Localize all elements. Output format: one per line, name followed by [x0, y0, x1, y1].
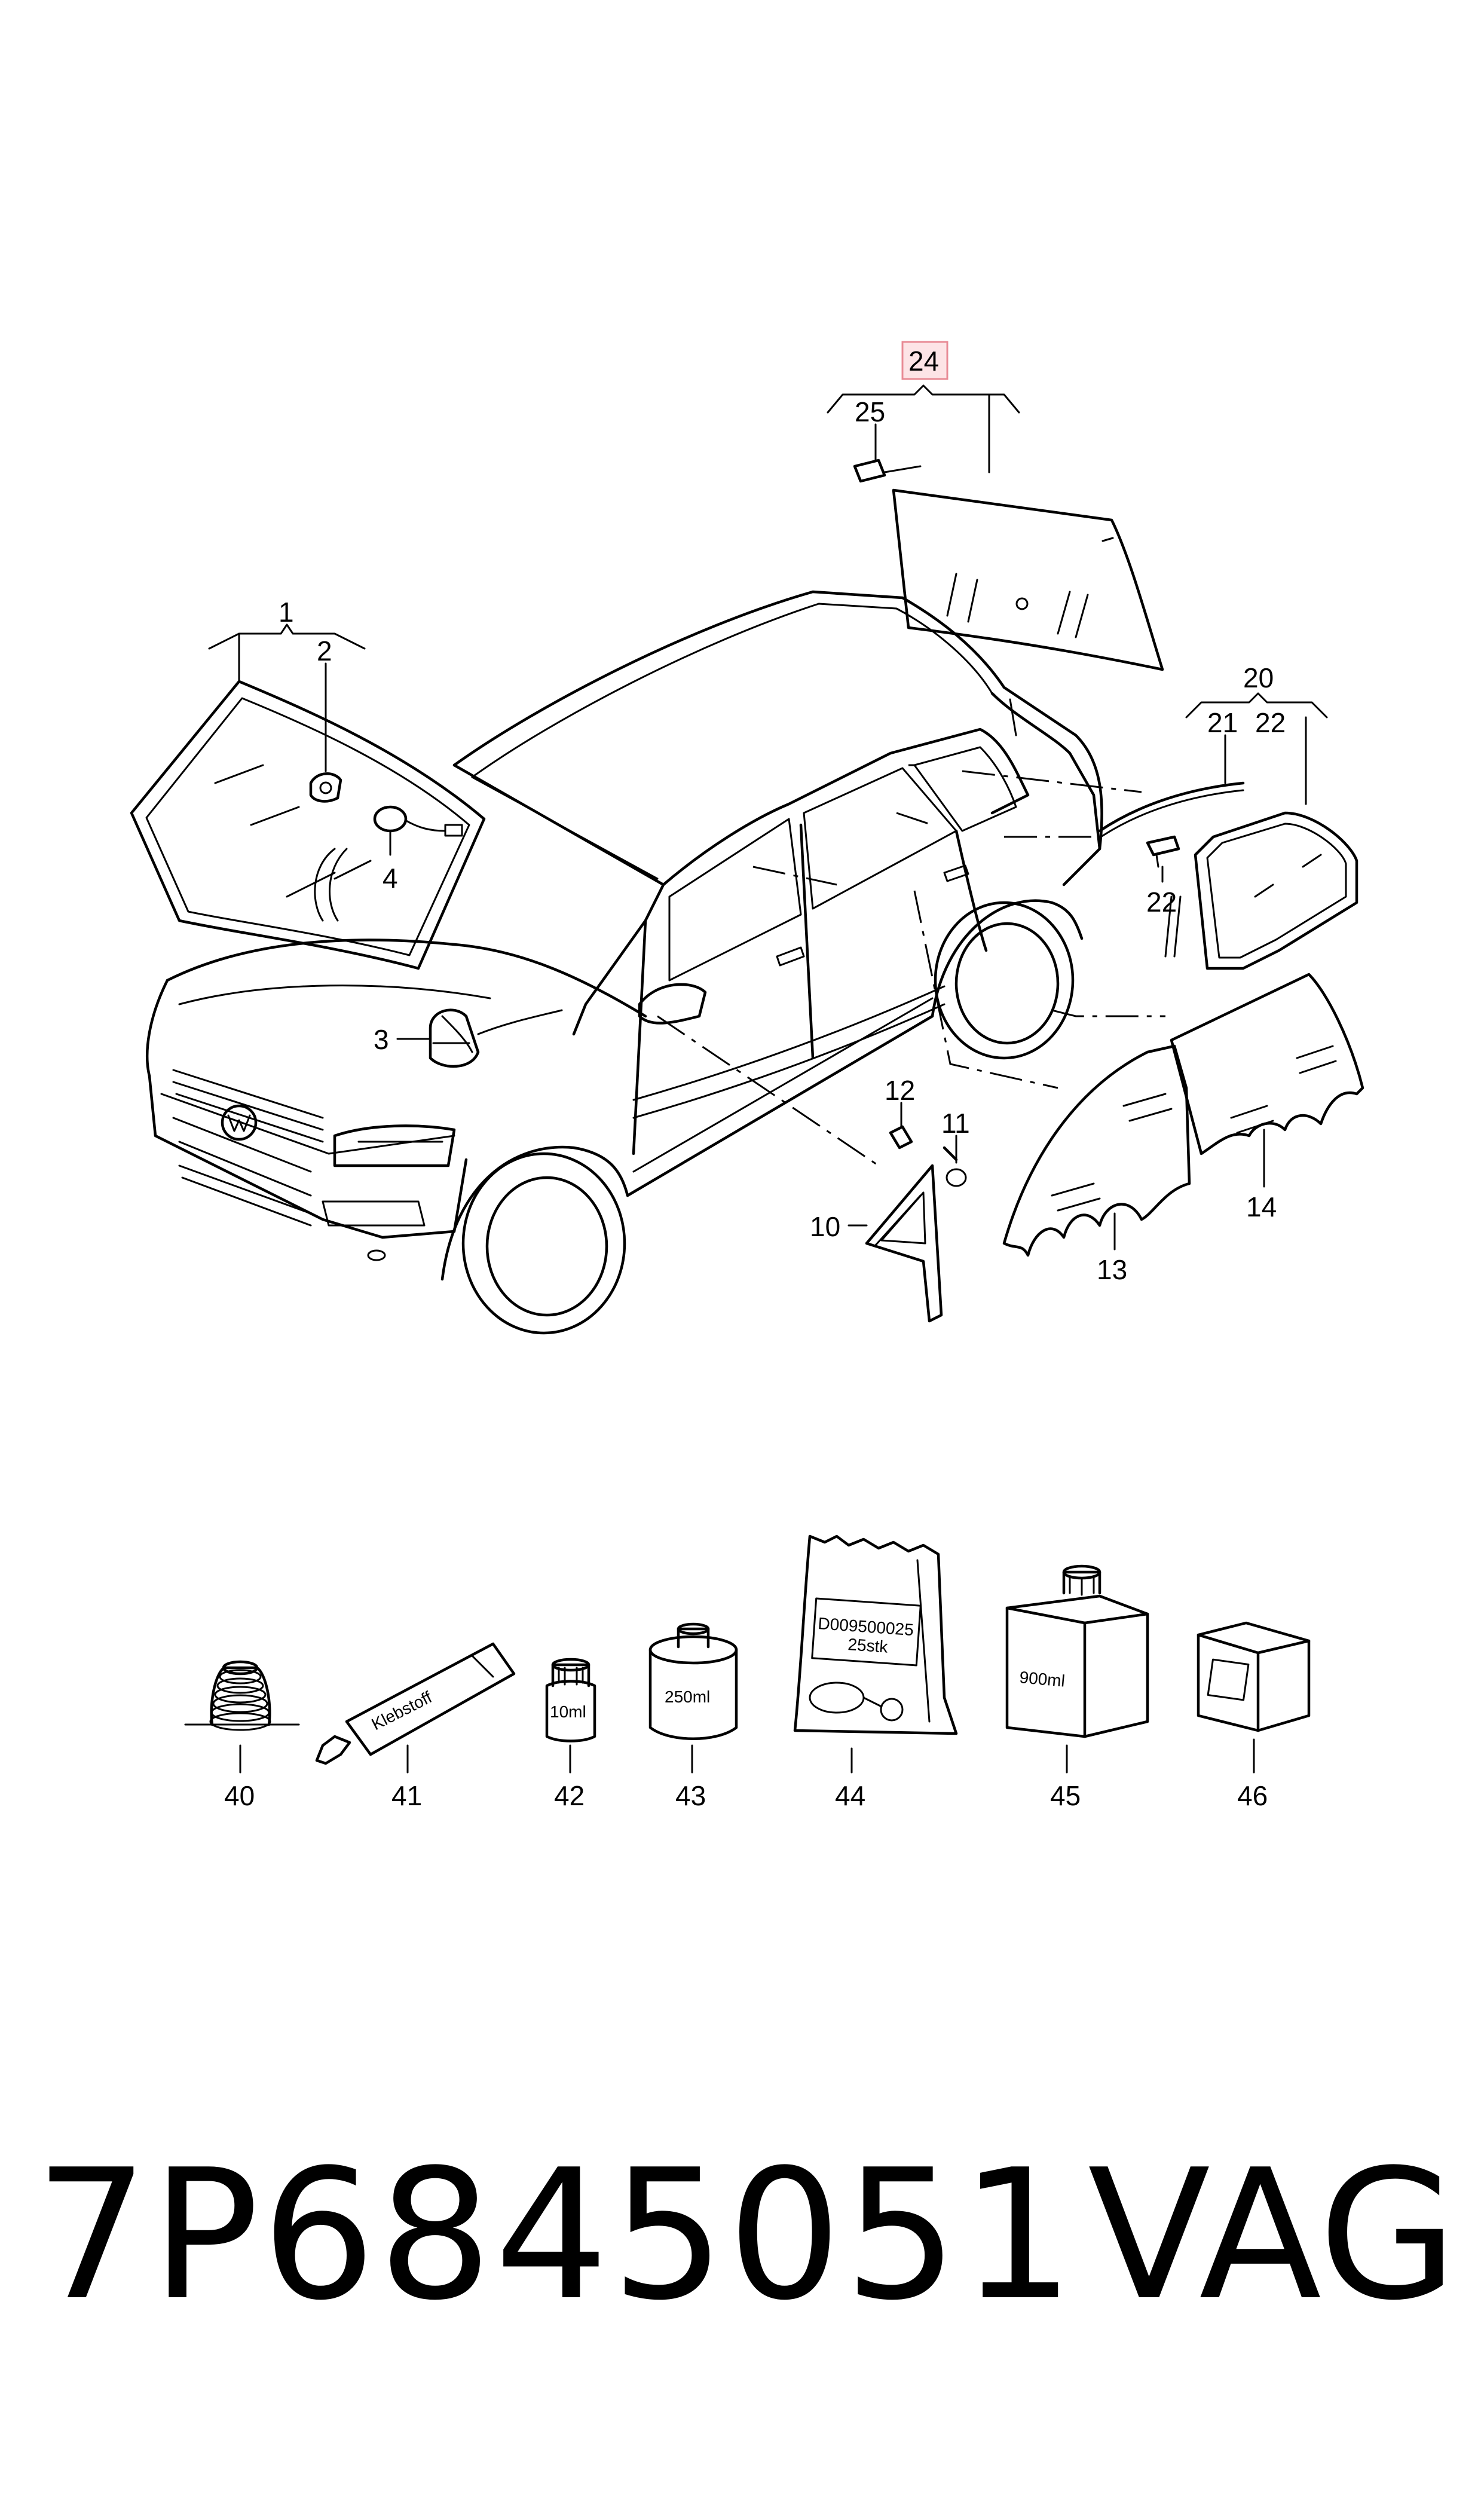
bag-label-line2: 25stk [847, 1635, 889, 1656]
corner-glass-part [865, 1125, 967, 1323]
front-door-glass-part [1002, 1044, 1191, 1257]
car-body-illustration [146, 590, 1103, 1335]
callout-11: 11 [941, 1108, 970, 1139]
callout-24: 24 [908, 346, 939, 377]
bottle-10ml-label: 10ml [550, 1702, 586, 1721]
callout-46: 46 [1237, 1780, 1268, 1811]
callout-14: 14 [1246, 1191, 1277, 1222]
callout-numbers: 1 2 4 3 24 25 20 21 22 22 12 11 10 13 14… [224, 341, 1286, 1811]
callout-24-highlight [901, 341, 948, 380]
callout-20: 20 [1243, 662, 1274, 693]
rear-quarter-glass-part [1098, 781, 1358, 970]
callout-13: 13 [1097, 1254, 1127, 1285]
callout-3: 3 [374, 1024, 389, 1055]
callout-41: 41 [391, 1780, 422, 1811]
rear-window-part [853, 458, 1164, 671]
leader-lines [657, 764, 1165, 1167]
rear-door-glass-part [1170, 973, 1364, 1155]
rain-sensor-part [309, 772, 342, 803]
callout-43: 43 [675, 1780, 706, 1811]
brand-label: VAG [1088, 2131, 1458, 2340]
clip-bag: D009500025 25stk [793, 1534, 958, 1735]
container-900ml-label: 900ml [1018, 1668, 1066, 1690]
adhesive-tube: Klebstoff [315, 1642, 516, 1765]
callout-45: 45 [1050, 1780, 1081, 1811]
callout-4: 4 [383, 863, 398, 894]
part-number-label: 7P6845051 [35, 2131, 1077, 2340]
mirror-base-part [373, 805, 463, 837]
callout-40: 40 [224, 1780, 255, 1811]
callout-12: 12 [885, 1075, 915, 1106]
can-250ml: 250ml [648, 1622, 738, 1740]
bottle-10ml: 10ml [545, 1658, 596, 1742]
callout-2: 2 [317, 635, 332, 667]
bag-label-line1: D009500025 [818, 1614, 914, 1639]
callout-42: 42 [554, 1780, 585, 1811]
callout-10: 10 [810, 1211, 840, 1242]
callout-lines [208, 384, 1328, 1774]
container-900ml: 900ml [1005, 1564, 1149, 1738]
callout-44: 44 [835, 1780, 865, 1811]
callout-25: 25 [855, 396, 885, 427]
tube-label: Klebstoff [369, 1687, 435, 1734]
sealing-cord-roll [184, 1660, 300, 1731]
callout-1: 1 [279, 597, 294, 628]
can-250ml-label: 250ml [665, 1687, 710, 1706]
washer-bracket-part [429, 1008, 563, 1068]
callout-21: 21 [1207, 707, 1238, 738]
callout-22-bottom: 22 [1146, 886, 1177, 918]
windshield-part [130, 680, 486, 970]
callout-22-top: 22 [1255, 707, 1286, 738]
small-box [1197, 1621, 1311, 1732]
